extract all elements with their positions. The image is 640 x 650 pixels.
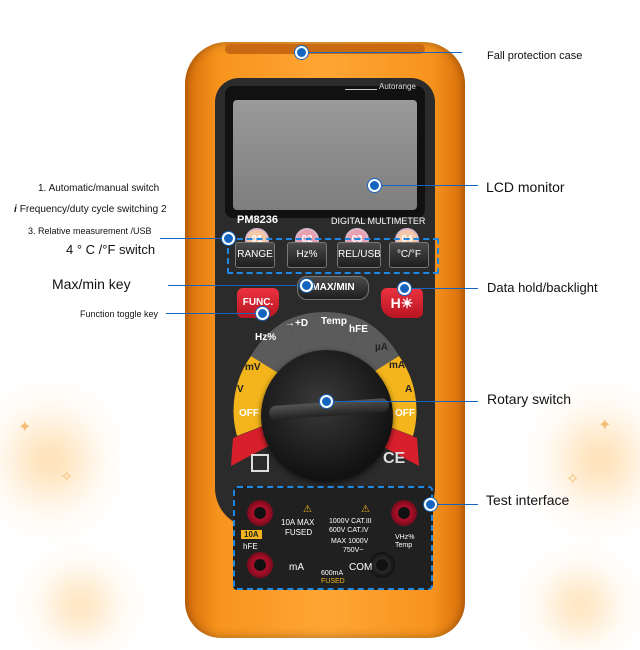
vhz-panel-label: VHz% (395, 534, 415, 541)
info-icon: i (14, 204, 17, 215)
sparkle-icon: ✦ (598, 417, 612, 434)
autorange-label: Autorange (379, 82, 416, 91)
callout-datahold: Data hold/backlight (487, 280, 598, 295)
jack-10a[interactable] (247, 500, 273, 526)
double-insulation-icon (251, 454, 269, 472)
callout-line-temp (160, 238, 222, 239)
callout-line-fall (302, 52, 462, 53)
dial-label-v: V (237, 384, 244, 395)
range-button[interactable]: RANGE (235, 242, 275, 268)
dial-label-diode: →+D (285, 318, 309, 329)
callout-auto: 1. Automatic/manual switch (38, 183, 160, 194)
dial-label-ua: µA (375, 342, 388, 353)
hfe-panel-label: hFE (243, 542, 258, 551)
dial-label-hfe: hFE (349, 324, 368, 335)
dial-label-a: A (405, 384, 413, 395)
cat-iii-label: 1000V CAT.III (329, 518, 372, 525)
callout-rotary: Rotary switch (487, 391, 572, 407)
callout-dot-maxmin (300, 279, 313, 292)
callout-line-rotary (330, 401, 478, 402)
lcd-screen (233, 100, 417, 210)
callout-dot-temp (222, 232, 235, 245)
ten-a-badge: 10A (241, 530, 262, 539)
callout-rel: 3. Relative measurement /USB (28, 226, 152, 236)
com-panel-label: COM (349, 562, 373, 573)
callout-line-lcd (378, 185, 478, 186)
warning-icon: ⚠ (361, 504, 370, 515)
function-buttons-highlight (227, 238, 439, 274)
callout-maxmin: Max/min key (52, 276, 131, 292)
dial-label-hz: Hz% (255, 332, 277, 343)
warning-icon: ⚠ (303, 504, 312, 515)
model-label: PM8236 (237, 214, 278, 226)
callout-dot-func (256, 307, 269, 320)
callout-line-func (166, 313, 256, 314)
callout-dot-datahold (398, 282, 411, 295)
callout-temp: 4 ° C /°F switch (66, 242, 156, 257)
sparkle-icon: ✧ (566, 471, 580, 488)
callout-line-test (430, 504, 478, 505)
v750-label: 750V~ (343, 547, 364, 554)
ce-mark-icon: CE (383, 450, 406, 467)
jack-ma[interactable] (247, 552, 273, 578)
background-glow-bottom-right (520, 560, 640, 650)
dial-label-ma: mA (389, 360, 406, 371)
cat-iv-label: 600V CAT.IV (329, 527, 369, 534)
fused2-label: FUSED (321, 578, 345, 585)
case-top-grip (225, 44, 425, 54)
dial-label-mv: mV (245, 362, 261, 373)
fused-label: FUSED (285, 528, 313, 537)
callout-fall: Fall protection case (487, 50, 583, 62)
temp-panel-label: Temp (395, 542, 413, 549)
callout-test: Test interface (486, 492, 570, 508)
dial-label-temp: Temp (321, 316, 347, 327)
callout-line-datahold (404, 288, 478, 289)
jack-vhz[interactable] (391, 500, 417, 526)
dial-label-off-right: OFF (395, 408, 415, 419)
multimeter: Autorange PM8236 DIGITAL MULTIMETER 01 0… (185, 42, 465, 638)
callout-dot-fall (295, 46, 308, 59)
hold-backlight-icon: H☀ (390, 295, 414, 311)
temp-unit-button[interactable]: °C/°F (389, 242, 429, 268)
device-title: DIGITAL MULTIMETER (331, 216, 426, 226)
hz-duty-button[interactable]: Hz% (287, 242, 327, 268)
background-glow-right (540, 380, 640, 540)
callout-func: Function toggle key (80, 309, 159, 319)
ten-a-max-label: 10A MAX (281, 518, 315, 527)
jack-com[interactable] (369, 552, 395, 578)
sparkle-icon: ✦ (18, 419, 32, 436)
autorange-rule (345, 89, 377, 90)
callout-dot-lcd (368, 179, 381, 192)
background-glow-left (0, 380, 110, 540)
callout-dot-rotary (320, 395, 333, 408)
sparkle-icon: ✧ (60, 469, 74, 486)
callout-lcd: LCD monitor (486, 179, 565, 195)
ma-panel-label: mA (289, 562, 304, 573)
background-glow-bottom-left (20, 560, 140, 650)
dial-label-off-left: OFF (239, 408, 259, 419)
max-1000v-label: MAX 1000V (331, 538, 369, 545)
ma600-label: 600mA (321, 570, 344, 577)
callout-line-maxmin (168, 285, 300, 286)
hold-backlight-button[interactable]: H☀ (381, 288, 423, 318)
callout-dot-test (424, 498, 437, 511)
rel-usb-button[interactable]: REL/USB (337, 242, 381, 268)
